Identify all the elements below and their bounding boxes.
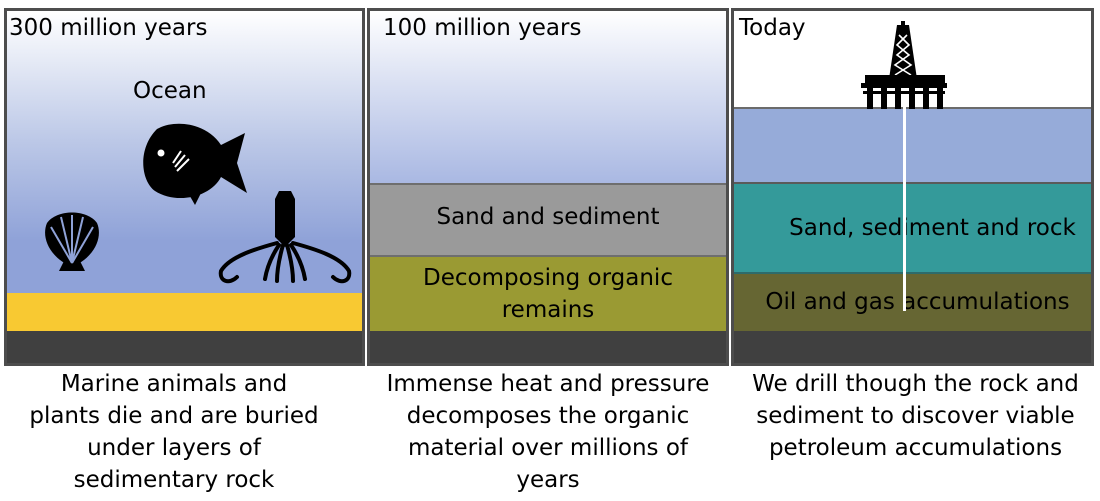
sediment-layer: Sand and sediment [370,183,726,257]
sand-layer [7,293,362,331]
oil-gas-label: Oil and gas accumulations [765,289,1070,315]
bedrock-layer [734,331,1091,363]
panel-title: 300 million years [9,15,208,41]
panel-title: 100 million years [383,15,582,41]
rock-layer: Sand, sediment and rock [734,184,1091,274]
ocean-label: Ocean [133,78,207,104]
caption-300-million-years: Marine animals and plants die and are bu… [29,371,319,493]
oil-rig-icon [861,21,947,109]
panel-300-million-years: 300 million years Ocean [4,8,365,366]
bedrock-layer [7,331,362,363]
panel-today: Today Sand, sediment and rock Oil and ga… [731,8,1094,366]
organic-label: Decomposing organic remains [423,265,673,323]
panel-title: Today [739,15,806,41]
panel-100-million-years: 100 million years Sand and sediment Deco… [367,8,729,366]
caption-today: We drill though the rock and sediment to… [752,371,1079,461]
shell-icon [45,212,99,271]
oil-gas-layer: Oil and gas accumulations [734,274,1091,331]
rock-label: Sand, sediment and rock [789,215,1076,241]
caption-100-million-years: Immense heat and pressure decomposes the… [386,371,710,493]
organic-layer: Decomposing organic remains [370,257,726,331]
drill-pipe [903,107,906,311]
fish-icon [143,123,247,205]
sediment-label: Sand and sediment [436,204,660,230]
bedrock-layer [370,331,726,363]
water-layer [734,107,1091,184]
squid-icon [218,191,352,284]
